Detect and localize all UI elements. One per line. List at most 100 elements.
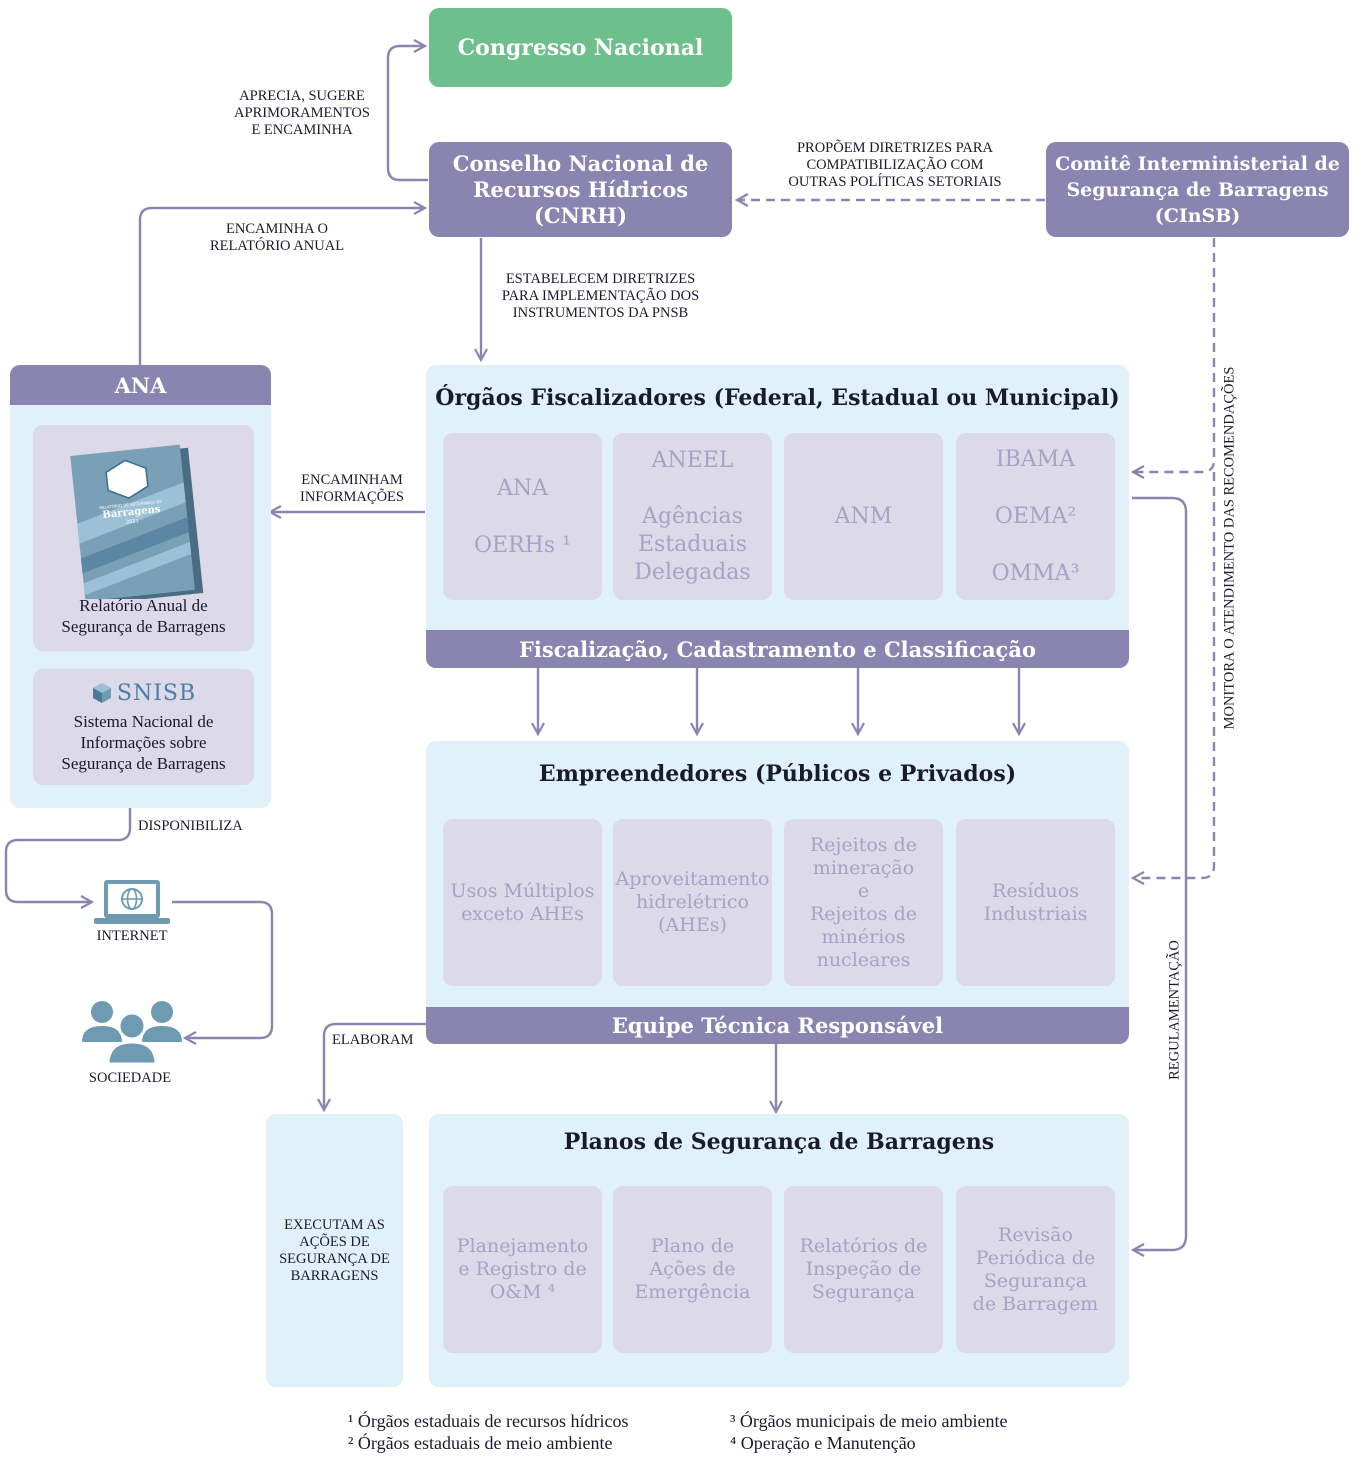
card-text: Rejeitos de xyxy=(809,902,918,925)
card-text: Relatórios de xyxy=(799,1235,928,1257)
card-text: (AHEs) xyxy=(658,914,727,936)
executam-line3: SEGURANÇA DE xyxy=(279,1250,390,1267)
snisb-logo: SNISB xyxy=(33,679,254,707)
plano-card-inspecao: Relatórios de Inspeção de Segurança xyxy=(784,1186,943,1353)
card-text: Inspeção de xyxy=(805,1258,922,1280)
label-elaboram: ELABORAM xyxy=(332,1032,414,1048)
executam-line1: EXECUTAM AS xyxy=(284,1216,385,1233)
fiscalizacao-band: Fiscalização, Cadastramento e Classifica… xyxy=(426,630,1129,668)
internet-node xyxy=(92,878,172,928)
report-cover-image: RELATÓRIO DE SEGURANÇA DE Barragens 2021 xyxy=(70,444,204,599)
snisb-caption-line3: Segurança de Barragens xyxy=(61,754,226,773)
card-text: Aproveitamento xyxy=(615,868,770,890)
fiscalizadores-panel: Órgãos Fiscalizadores (Federal, Estadual… xyxy=(426,365,1129,668)
footnote-2: ² Órgãos estaduais de meio ambiente xyxy=(348,1433,613,1453)
edge-elaboram xyxy=(324,1022,428,1110)
annual-report-card: RELATÓRIO DE SEGURANÇA DE Barragens 2021… xyxy=(33,425,254,651)
plano-card-planejamento: Planejamento e Registro de O&M ⁴ xyxy=(443,1186,602,1353)
card-text: Usos Múltiplos xyxy=(450,879,595,902)
card-text: Planejamento xyxy=(456,1235,589,1257)
empreendedor-card-usos-multiplos: Usos Múltiplos exceto AHEs xyxy=(443,819,602,986)
congresso-nacional-node: Congresso Nacional xyxy=(429,8,732,87)
ana-title-label: ANA xyxy=(114,372,167,398)
fiscalizacao-band-label: Fiscalização, Cadastramento e Classifica… xyxy=(519,636,1036,662)
planos-panel: Planos de Segurança de Barragens Planeja… xyxy=(429,1114,1129,1387)
edge-cnrh-congresso xyxy=(386,46,428,182)
executam-line2: AÇÕES DE xyxy=(299,1233,370,1250)
sociedade-node xyxy=(78,998,186,1066)
card-text: Delegadas xyxy=(634,559,751,585)
cinsb-node: Comitê Interministerial de Segurança de … xyxy=(1046,142,1349,237)
cnrh-label-line1: Conselho Nacional de xyxy=(452,150,709,176)
card-text: mineração xyxy=(812,856,915,879)
card-text: Ações de xyxy=(649,1258,736,1280)
edge-regulamentacao xyxy=(1132,496,1188,1250)
card-text: OERHs ¹ xyxy=(474,532,571,558)
card-text: Segurança xyxy=(811,1281,916,1303)
footnote-3: ³ Órgãos municipais de meio ambiente xyxy=(730,1411,1008,1431)
cinsb-label-line2: Segurança de Barragens xyxy=(1066,178,1329,201)
label-encaminham-info: ENCAMINHAM INFORMAÇÕES xyxy=(300,472,404,505)
card-text: OMMA³ xyxy=(991,561,1080,586)
card-text: Emergência xyxy=(634,1281,751,1303)
edge-cinsb-monitora xyxy=(1133,238,1216,472)
empreendedor-card-aproveitamento: Aproveitamento hidrelétrico (AHEs) xyxy=(613,819,772,986)
card-text: nucleares xyxy=(816,948,911,971)
cinsb-label-line1: Comitê Interministerial de xyxy=(1055,152,1340,175)
cnrh-label-line2: Recursos Hídricos xyxy=(472,176,689,202)
card-text: hidrelétrico xyxy=(636,891,749,913)
label-estabelecem: ESTABELECEM DIRETRIZES PARA IMPLEMENTAÇÃ… xyxy=(501,271,700,321)
plano-card-emergencia: Plano de Ações de Emergência xyxy=(613,1186,772,1353)
snisb-logo-text: SNISB xyxy=(116,680,197,706)
executam-box: EXECUTAM AS AÇÕES DE SEGURANÇA DE BARRAG… xyxy=(266,1114,403,1387)
empreendedores-title: Empreendedores (Públicos e Privados) xyxy=(538,761,1017,787)
planos-title: Planos de Segurança de Barragens xyxy=(563,1129,995,1155)
fiscalizadores-title: Órgãos Fiscalizadores (Federal, Estadual… xyxy=(435,385,1120,411)
card-text: Estaduais xyxy=(637,531,747,557)
people-group-icon xyxy=(82,1001,182,1066)
ana-title: ANA xyxy=(10,365,271,405)
fiscalizador-card-aneel: ANEEL Agências Estaduais Delegadas xyxy=(613,433,772,600)
report-caption-line2: Segurança de Barragens xyxy=(61,617,226,636)
label-monitora: MONITORA O ATENDIMENTO DAS RECOMENDAÇÕES xyxy=(1221,366,1238,730)
empreendedor-card-residuos: Resíduos Industriais xyxy=(956,819,1115,986)
footnotes-left: ¹ Órgãos estaduais de recursos hídricos … xyxy=(348,1410,728,1454)
card-text: OEMA² xyxy=(994,504,1077,529)
snisb-caption-line2: Informações sobre xyxy=(80,733,207,752)
footnote-1: ¹ Órgãos estaduais de recursos hídricos xyxy=(348,1411,629,1431)
plano-card-revisao: Revisão Periódica de Segurança de Barrag… xyxy=(956,1186,1115,1353)
cnrh-node: Conselho Nacional de Recursos Hídricos (… xyxy=(429,142,732,237)
fiscalizador-card-ibama: IBAMA OEMA² OMMA³ xyxy=(956,433,1115,600)
card-text: e Registro de xyxy=(458,1258,587,1280)
card-text: Periódica de xyxy=(975,1246,1096,1269)
card-text: O&M ⁴ xyxy=(489,1281,556,1303)
empreendedores-panel: Empreendedores (Públicos e Privados) Uso… xyxy=(426,741,1129,1044)
card-text: Industriais xyxy=(983,902,1088,925)
fiscalizador-card-anm: ANM xyxy=(784,433,943,600)
card-text: Agências xyxy=(642,503,743,529)
card-text: ANEEL xyxy=(651,447,734,473)
card-text: ANA xyxy=(496,475,549,501)
card-text: e xyxy=(857,879,870,902)
edge-disponibiliza xyxy=(4,808,132,902)
footnote-4: ⁴ Operação e Manutenção xyxy=(730,1433,916,1453)
card-text: ANM xyxy=(834,504,893,529)
equipe-tecnica-band: Equipe Técnica Responsável xyxy=(426,1007,1129,1044)
congresso-nacional-label: Congresso Nacional xyxy=(457,34,704,61)
card-text: Plano de xyxy=(650,1235,735,1257)
edge-internet-sociedade xyxy=(172,900,274,1038)
fiscalizador-card-ana: ANA OERHs ¹ xyxy=(443,433,602,600)
executam-line4: BARRAGENS xyxy=(290,1267,379,1284)
card-text: IBAMA xyxy=(995,447,1076,472)
card-text: Rejeitos de xyxy=(809,833,918,856)
ana-panel: ANA RELATÓRIO DE SEGURANÇA DE Barragens … xyxy=(10,365,271,808)
equipe-tecnica-band-label: Equipe Técnica Responsável xyxy=(611,1013,944,1038)
label-aprecia: APRECIA, SUGERE APRIMORAMENTOS E ENCAMIN… xyxy=(234,88,370,138)
report-caption-line1: Relatório Anual de xyxy=(79,596,208,615)
card-text: minérios xyxy=(821,925,906,948)
internet-label: INTERNET xyxy=(96,928,168,944)
card-text: Segurança xyxy=(983,1269,1088,1292)
footnotes-right: ³ Órgãos municipais de meio ambiente ⁴ O… xyxy=(730,1410,1110,1454)
snisb-caption-line1: Sistema Nacional de xyxy=(73,712,214,731)
svg-text:RELATÓRIO DE SEGURANÇA DE: RELATÓRIO DE SEGURANÇA DE xyxy=(99,499,162,511)
